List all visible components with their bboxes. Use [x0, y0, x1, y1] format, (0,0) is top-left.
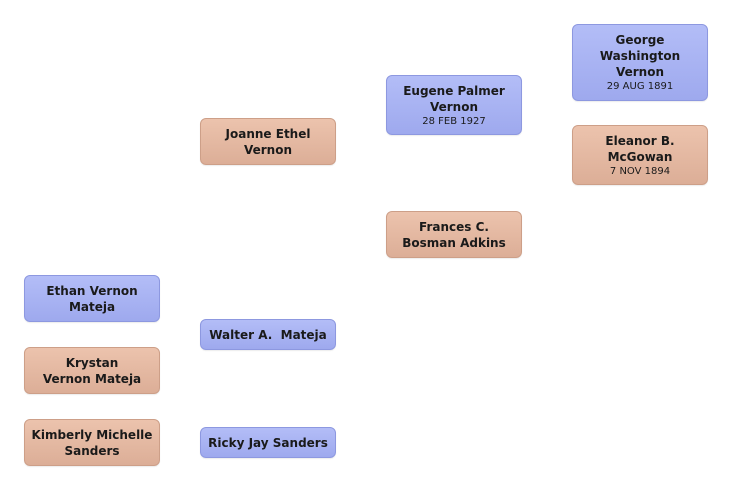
person-card-eugene-palmer-vernon[interactable]: Eugene Palmer Vernon 28 FEB 1927	[386, 75, 522, 135]
person-name: Joanne Ethel Vernon	[225, 126, 315, 157]
person-card-joanne-ethel-vernon[interactable]: Joanne Ethel Vernon	[200, 118, 336, 165]
person-name: Eugene Palmer Vernon	[403, 83, 509, 114]
person-card-kimberly-michelle-sanders[interactable]: Kimberly Michelle Sanders	[24, 419, 160, 466]
person-birth-date: 29 AUG 1891	[606, 81, 674, 92]
person-name: Walter A. Mateja	[209, 327, 327, 342]
person-name: Frances C. Bosman Adkins	[402, 219, 506, 250]
person-birth-date: 7 NOV 1894	[609, 165, 671, 177]
person-birth-date: 28 FEB 1927	[422, 115, 486, 127]
person-name: George Washington Vernon	[599, 33, 685, 79]
person-name: Eleanor B. McGowan	[605, 133, 679, 164]
person-card-krystan-vernon-mateja[interactable]: Krystan Vernon Mateja	[24, 347, 160, 394]
person-card-ricky-jay-sanders[interactable]: Ricky Jay Sanders	[200, 427, 336, 458]
person-card-frances-c-bosman-adkins[interactable]: Frances C. Bosman Adkins	[386, 211, 522, 258]
person-card-eleanor-b-mcgowan[interactable]: Eleanor B. McGowan 7 NOV 1894	[572, 125, 708, 185]
person-card-ethan-vernon-mateja[interactable]: Ethan Vernon Mateja	[24, 275, 160, 322]
person-name: Ethan Vernon Mateja	[46, 283, 142, 314]
person-name: Kimberly Michelle Sanders	[31, 427, 157, 458]
person-name: Krystan Vernon Mateja	[42, 355, 142, 386]
person-card-george-washington-vernon[interactable]: George Washington Vernon 29 AUG 1891	[572, 24, 708, 101]
person-name: Ricky Jay Sanders	[208, 435, 328, 450]
person-card-walter-a-mateja[interactable]: Walter A. Mateja	[200, 319, 336, 350]
